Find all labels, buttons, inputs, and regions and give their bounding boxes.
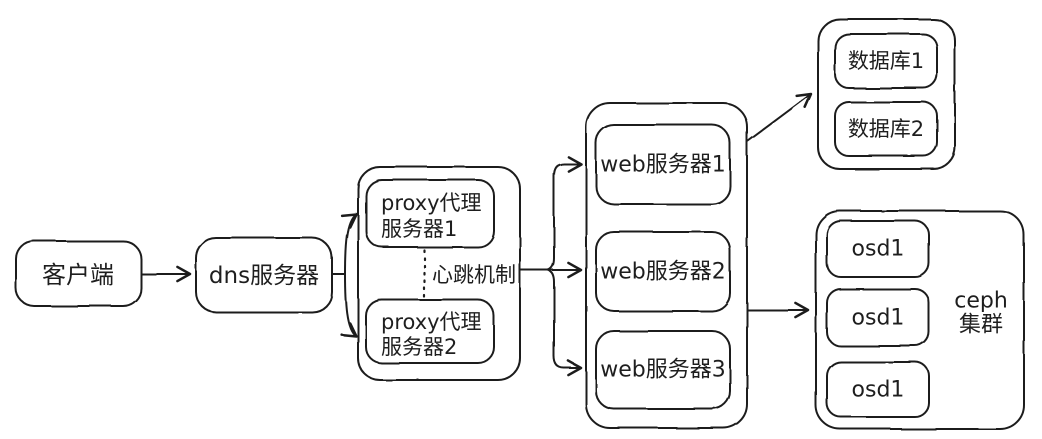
proxy1-label-line1: proxy代理 [381, 191, 482, 215]
db1-label: 数据库1 [848, 49, 924, 73]
db2-node [834, 101, 938, 157]
edge-proxy-to-web3 [547, 269, 583, 377]
osd-bottom-label: osd1 [852, 378, 905, 403]
web1-node [595, 124, 731, 205]
web3-node [595, 330, 731, 410]
client-label: 客户端 [42, 261, 114, 289]
db1-node [834, 33, 938, 89]
web2-node [595, 231, 731, 312]
osd-top-label: osd1 [852, 237, 905, 262]
proxy2-label-line1: proxy代理 [381, 310, 482, 334]
dns-label: dns服务器 [209, 263, 319, 289]
proxy1-node [365, 179, 495, 248]
edge-dns-to-proxy1 [340, 212, 358, 275]
web1-label: web服务器1 [600, 153, 726, 178]
osd-middle-node [826, 288, 930, 347]
proxy1-label-line2: 服务器1 [381, 217, 457, 241]
osd-bottom-node [826, 361, 930, 418]
osd-middle-label: osd1 [852, 306, 905, 331]
osd-top-node [826, 220, 930, 278]
edge-proxy-to-web1 [547, 155, 583, 271]
heartbeat-label: 心跳机制 [432, 263, 516, 287]
edge-dns-to-proxy2 [340, 273, 358, 338]
proxy2-node [365, 299, 495, 364]
ceph-cluster-label-line1: ceph [954, 289, 1008, 314]
web3-label: web服务器3 [600, 358, 726, 383]
edge-web-to-databases [747, 92, 813, 142]
ceph-cluster-label-line2: 集群 [959, 313, 1003, 338]
db2-label: 数据库2 [848, 117, 924, 141]
web2-label: web服务器2 [600, 260, 726, 285]
proxy2-label-line2: 服务器2 [381, 335, 457, 359]
